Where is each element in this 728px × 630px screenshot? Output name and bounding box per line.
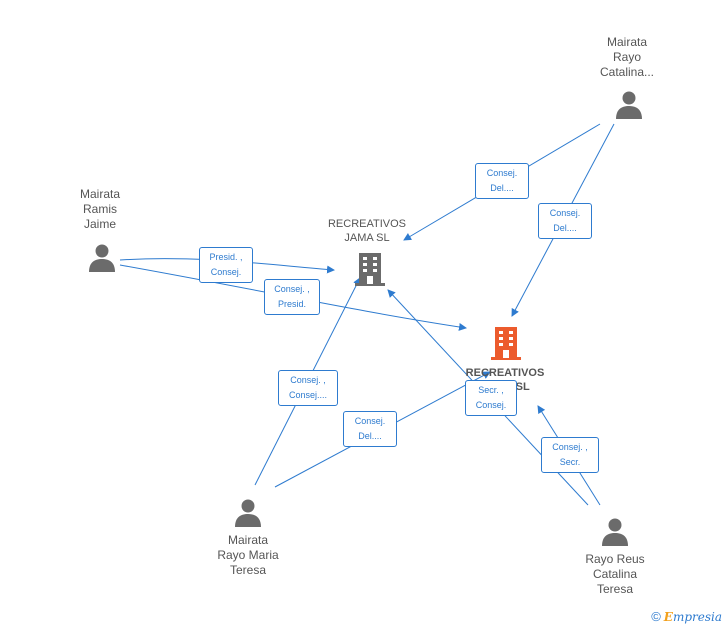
person-label-p4[interactable]: Rayo Reus Catalina Teresa (585, 552, 645, 596)
company-label-c1[interactable]: RECREATIVOS JAMA SL (327, 218, 407, 244)
edge-label[interactable]: Consej. Del.... (538, 203, 592, 239)
edge-label[interactable]: Secr. , Consej. (465, 380, 517, 416)
building-icon[interactable] (490, 326, 522, 360)
person-icon[interactable] (233, 498, 263, 528)
edge-label[interactable]: Consej. Del.... (343, 411, 397, 447)
edge-label[interactable]: Consej. , Secr. (541, 437, 599, 473)
person-label-p3[interactable]: Mairata Rayo Maria Teresa (217, 533, 279, 577)
person-icon[interactable] (614, 90, 644, 120)
brand-watermark: © Empresia (651, 609, 722, 624)
edge-label[interactable]: Consej. , Consej.... (278, 370, 338, 406)
person-icon[interactable] (600, 517, 630, 547)
edge-label[interactable]: Consej. , Presid. (264, 279, 320, 315)
brand-name: Empresia (663, 609, 722, 624)
copyright-symbol: © (651, 609, 661, 624)
edge-label[interactable]: Consej. Del.... (475, 163, 529, 199)
edge-label[interactable]: Presid. , Consej. (199, 247, 253, 283)
building-icon[interactable] (354, 252, 386, 286)
person-label-p1[interactable]: Mairata Rayo Catalina... (599, 35, 655, 79)
person-label-p2[interactable]: Mairata Ramis Jaime (79, 187, 120, 231)
person-icon[interactable] (87, 243, 117, 273)
